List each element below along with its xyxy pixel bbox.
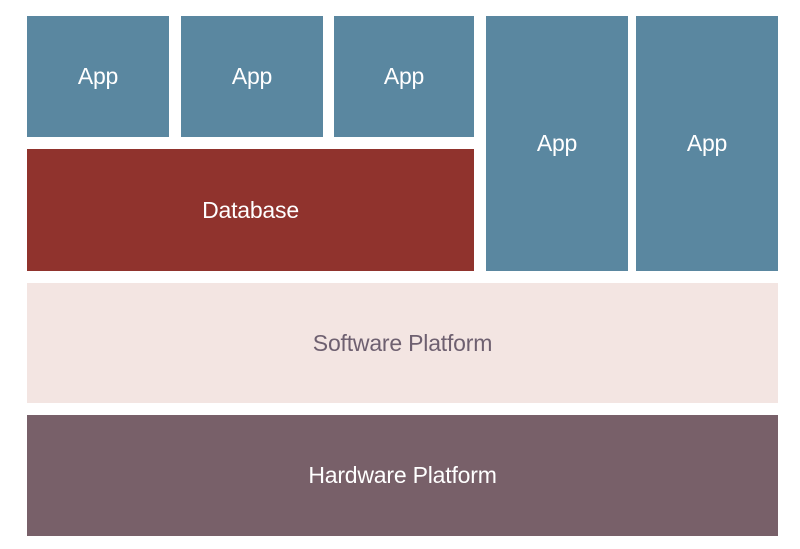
app-block: App: [486, 16, 628, 271]
software-platform-layer: Software Platform: [27, 283, 778, 403]
app-label: App: [231, 63, 273, 89]
hardware-platform-layer: Hardware Platform: [27, 415, 778, 536]
app-label: App: [77, 63, 119, 89]
app-block: App: [636, 16, 778, 271]
database-label: Database: [202, 196, 299, 223]
app-block: App: [181, 16, 323, 137]
app-block: App: [334, 16, 474, 137]
software-platform-label: Software Platform: [312, 329, 493, 356]
app-label: App: [536, 130, 578, 156]
database-block: Database: [27, 149, 474, 271]
app-label: App: [686, 130, 728, 156]
hardware-platform-label: Hardware Platform: [308, 462, 497, 488]
app-label: App: [383, 63, 425, 89]
app-block: App: [27, 16, 169, 137]
